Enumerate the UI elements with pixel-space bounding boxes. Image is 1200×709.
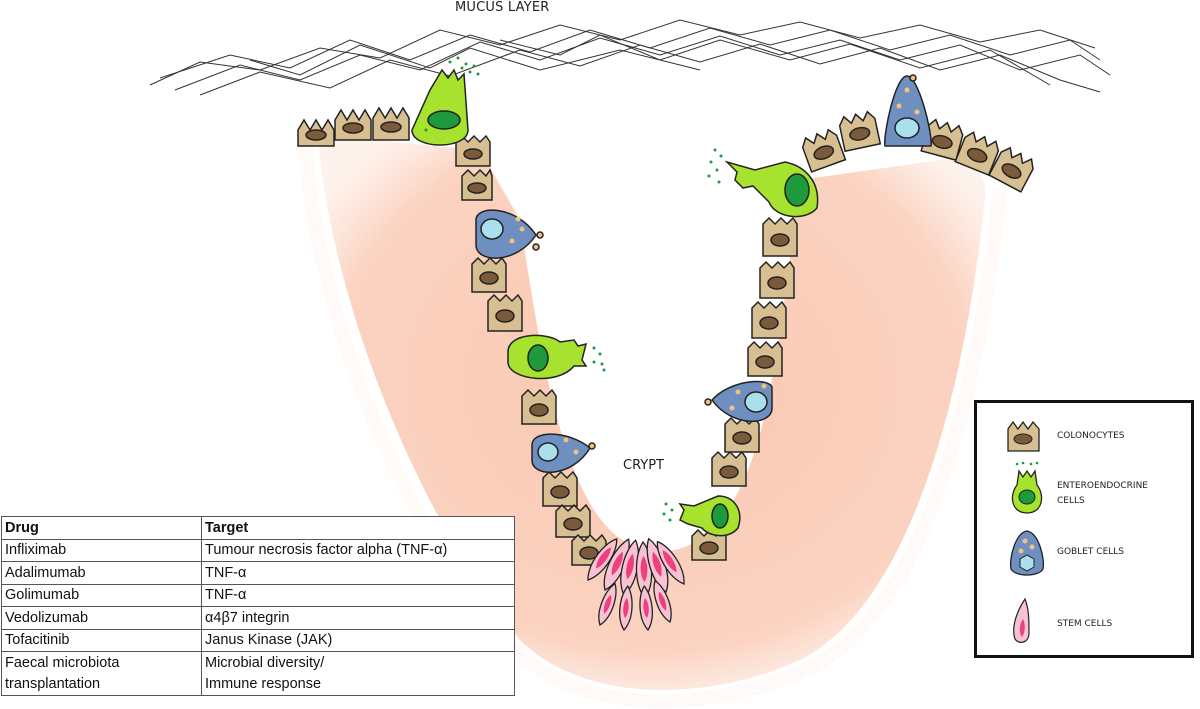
legend-label: COLONOCYTES xyxy=(1057,431,1125,441)
drug-cell: Vedolizumab xyxy=(1,606,202,630)
goblet-cells xyxy=(475,74,932,473)
colonocyte-icon xyxy=(1007,421,1040,452)
table-header-target: Target xyxy=(201,516,515,540)
stem-cell-icon xyxy=(1013,597,1030,643)
legend: COLONOCYTES ENTEROENDOCRINE CELLS GOBLET… xyxy=(974,400,1194,658)
legend-label: ENTEROENDOCRINE CELLS xyxy=(1057,481,1148,506)
enteroendocrine-cells xyxy=(411,56,819,537)
legend-item-goblet: GOBLET CELLS xyxy=(977,529,1191,576)
table-row: Golimumab TNF-α xyxy=(1,583,515,607)
target-cell: Tumour necrosis factor alpha (TNF-α) xyxy=(201,538,515,562)
colonocytes xyxy=(297,106,1034,566)
goblet-cell-icon xyxy=(1009,530,1045,576)
drug-cell: transplantation xyxy=(1,673,202,696)
legend-item-colonocytes: COLONOCYTES xyxy=(977,421,1191,461)
mucus-layer-label: MUCUS LAYER xyxy=(455,0,550,15)
mucus-layer xyxy=(149,19,1111,96)
table-header-drug: Drug xyxy=(1,516,202,540)
enteroendocrine-icon xyxy=(1011,461,1043,514)
target-cell: Janus Kinase (JAK) xyxy=(201,628,515,652)
drug-target-table: Drug Target Infliximab Tumour necrosis f… xyxy=(1,516,515,696)
legend-label: STEM CELLS xyxy=(1057,619,1113,629)
drug-cell: Tofacitinib xyxy=(1,628,202,652)
drug-cell: Infliximab xyxy=(1,538,202,562)
table-row: Infliximab Tumour necrosis factor alpha … xyxy=(1,538,515,562)
legend-item-enteroendocrine: ENTEROENDOCRINE CELLS xyxy=(977,461,1191,514)
table-row: transplantation Immune response xyxy=(1,673,515,696)
table-header-row: Drug Target xyxy=(1,516,515,540)
stem-cells xyxy=(587,537,685,632)
table-row: Adalimumab TNF-α xyxy=(1,561,515,585)
table-row: Faecal microbiota Microbial diversity/ xyxy=(1,651,515,674)
target-cell: α4β7 integrin xyxy=(201,606,515,630)
target-cell: Microbial diversity/ xyxy=(201,651,515,674)
target-cell: TNF-α xyxy=(201,561,515,585)
table-row: Vedolizumab α4β7 integrin xyxy=(1,606,515,630)
target-cell: Immune response xyxy=(201,673,515,696)
target-cell: TNF-α xyxy=(201,583,515,607)
drug-cell: Adalimumab xyxy=(1,561,202,585)
crypt-label: CRYPT xyxy=(623,458,664,473)
drug-cell: Golimumab xyxy=(1,583,202,607)
drug-cell: Faecal microbiota xyxy=(1,651,202,674)
legend-item-stem: STEM CELLS xyxy=(977,597,1191,643)
table-row: Tofacitinib Janus Kinase (JAK) xyxy=(1,628,515,652)
legend-label: GOBLET CELLS xyxy=(1057,547,1125,557)
